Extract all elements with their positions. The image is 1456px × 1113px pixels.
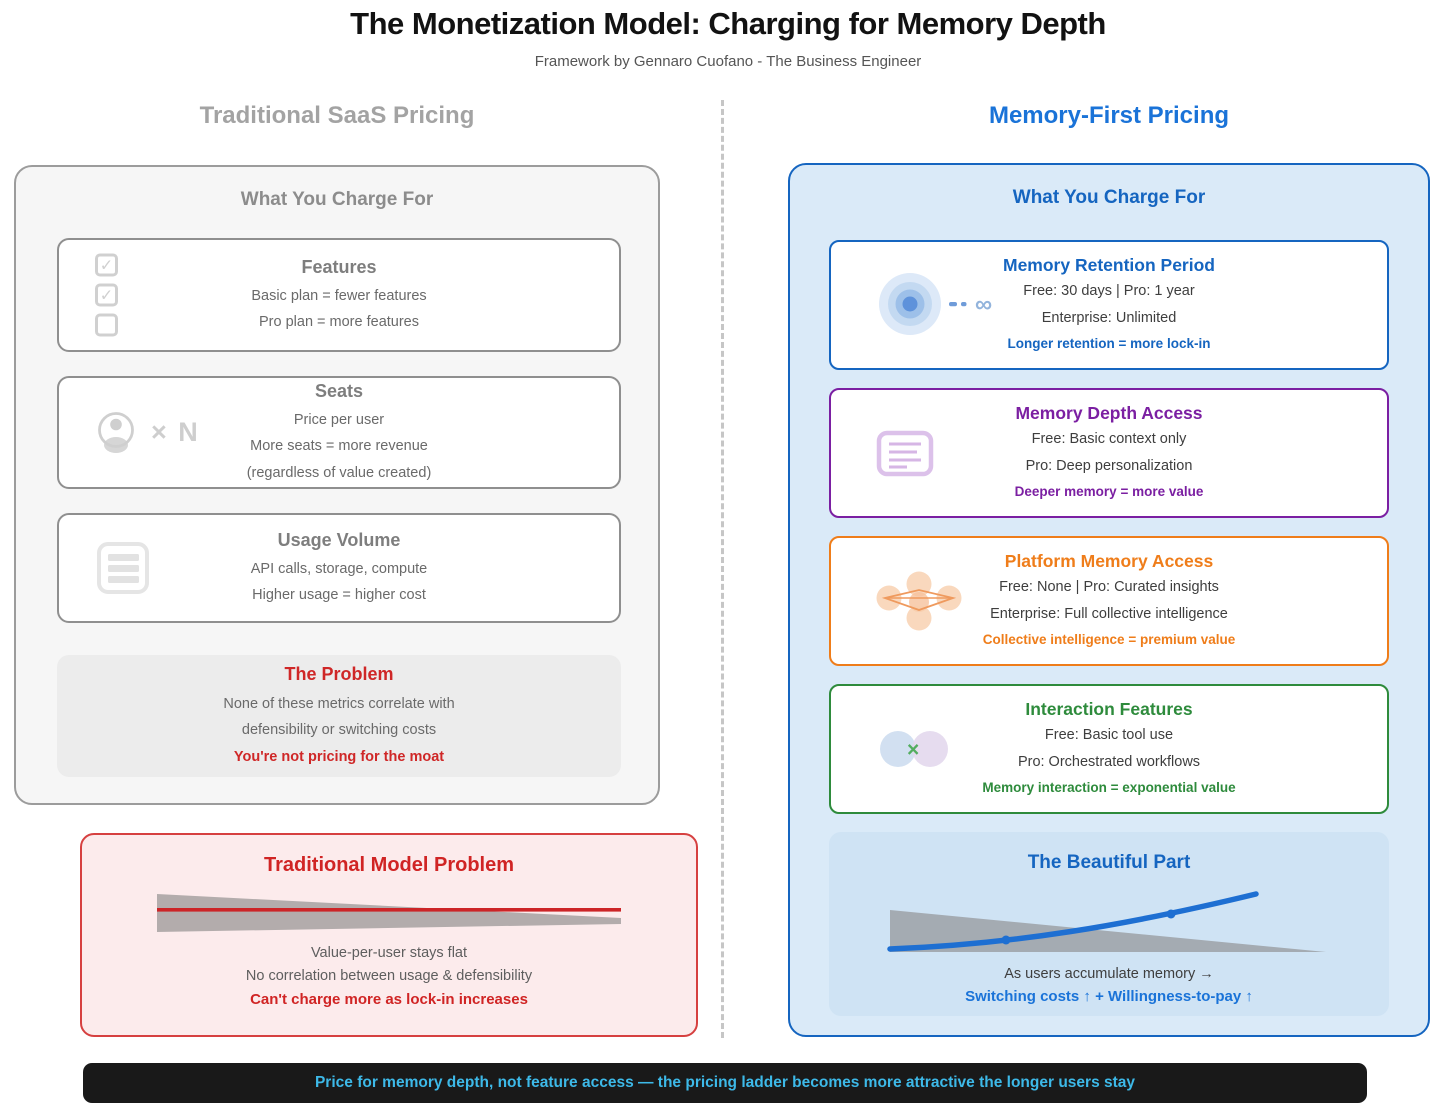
features-box: ✓ ✓ Features Basic plan = fewer features… — [57, 238, 621, 352]
memory-retention-highlight: Longer retention = more lock-in — [1007, 336, 1211, 352]
document-icon — [97, 542, 149, 594]
traditional-model-problem-title: Traditional Model Problem — [263, 854, 515, 876]
seats-line: Price per user — [293, 411, 385, 428]
traditional-pricing-panel: What You Charge For ✓ ✓ Features Basic p… — [14, 165, 660, 805]
beautiful-part-line: As users accumulate memory → — [1004, 966, 1214, 982]
traditional-model-problem-box: Traditional Model Problem Value-per-user… — [80, 833, 698, 1037]
memory-retention-title: Memory Retention Period — [1003, 255, 1215, 276]
platform-memory-card: Platform Memory Access Free: None | Pro:… — [829, 536, 1389, 666]
memory-depth-highlight: Deeper memory = more value — [1014, 484, 1204, 500]
rising-value-wedge-chart — [887, 891, 1326, 952]
checkbox-empty-icon — [95, 313, 118, 337]
problem-line: None of these metrics correlate with — [223, 695, 455, 712]
memory-depth-line: Free: Basic context only — [1031, 431, 1187, 448]
interaction-features-highlight: Memory interaction = exponential value — [982, 780, 1236, 796]
features-line: Pro plan = more features — [259, 314, 419, 330]
red-box-line: No correlation between usage & defensibi… — [245, 968, 533, 985]
column-heading-traditional: Traditional SaaS Pricing — [199, 102, 475, 129]
features-line: Basic plan = fewer features — [251, 287, 427, 304]
seats-icon-group: × N — [95, 409, 200, 457]
memory-depth-title: Memory Depth Access — [1015, 403, 1203, 424]
user-icon — [98, 411, 134, 453]
column-heading-memory-first: Memory-First Pricing — [988, 102, 1230, 129]
page-subtitle: Framework by Gennaro Cuofano - The Busin… — [534, 53, 922, 70]
memory-depth-document-icon — [876, 430, 934, 477]
page-title: The Monetization Model: Charging for Mem… — [350, 6, 1106, 41]
seats-title: Seats — [314, 380, 364, 401]
seats-line: (regardless of value created) — [246, 464, 432, 481]
flat-value-wedge-chart — [157, 894, 621, 932]
interaction-features-card: × Interaction Features Free: Basic tool … — [829, 684, 1389, 814]
column-divider — [721, 100, 724, 1038]
red-box-line: Value-per-user stays flat — [310, 945, 468, 961]
interaction-features-line: Free: Basic tool use — [1044, 727, 1174, 744]
seats-box: × N Seats Price per user More seats = mo… — [57, 376, 621, 489]
network-cluster-icon — [876, 571, 962, 631]
platform-memory-highlight: Collective intelligence = premium value — [982, 632, 1236, 648]
footer-bar: Price for memory depth, not feature acce… — [83, 1063, 1367, 1103]
memory-retention-card: ∞ Memory Retention Period Free: 30 days … — [829, 240, 1389, 370]
usage-volume-title: Usage Volume — [277, 529, 401, 550]
usage-volume-box: Usage Volume API calls, storage, compute… — [57, 513, 621, 623]
beautiful-part-highlight: Switching costs ↑ + Willingness-to-pay ↑ — [965, 988, 1253, 1006]
memory-depth-line: Pro: Deep personalization — [1025, 457, 1193, 474]
interaction-features-line: Pro: Orchestrated workflows — [1017, 753, 1201, 770]
memory-retention-line: Free: 30 days | Pro: 1 year — [1023, 283, 1195, 300]
interaction-features-title: Interaction Features — [1025, 699, 1193, 720]
svg-text:∞: ∞ — [975, 291, 992, 318]
platform-memory-line: Enterprise: Full collective intelligence — [990, 605, 1228, 622]
right-panel-heading: What You Charge For — [1012, 187, 1206, 208]
left-panel-heading: What You Charge For — [240, 189, 434, 210]
problem-box: The Problem None of these metrics correl… — [57, 655, 621, 777]
problem-line: defensibility or switching costs — [241, 722, 437, 739]
problem-title: The Problem — [284, 663, 394, 684]
usage-volume-line: API calls, storage, compute — [250, 560, 428, 577]
features-title: Features — [301, 256, 377, 277]
beautiful-part-title: The Beautiful Part — [1027, 852, 1191, 873]
problem-highlight: You're not pricing for the moat — [233, 748, 445, 765]
footer-text: Price for memory depth, not feature acce… — [314, 1074, 1136, 1091]
times-n-label: × N — [151, 417, 200, 447]
checkboxes-icon: ✓ ✓ — [95, 253, 118, 337]
memory-rings-infinity-icon: ∞ — [879, 273, 992, 335]
memory-depth-card: Memory Depth Access Free: Basic context … — [829, 388, 1389, 518]
platform-memory-title: Platform Memory Access — [1004, 551, 1214, 572]
interaction-circles-icon: × — [880, 731, 948, 767]
memory-first-pricing-panel: What You Charge For ∞ Memory Retention P… — [788, 163, 1430, 1037]
seats-line: More seats = more revenue — [250, 438, 428, 455]
beautiful-part-box: The Beautiful Part As users accumulate m… — [829, 832, 1389, 1016]
checkbox-checked-icon: ✓ — [95, 253, 118, 277]
svg-text:×: × — [907, 739, 919, 762]
checkbox-checked-icon: ✓ — [95, 283, 118, 307]
memory-retention-line: Enterprise: Unlimited — [1041, 309, 1177, 326]
platform-memory-line: Free: None | Pro: Curated insights — [999, 579, 1219, 596]
usage-volume-line: Higher usage = higher cost — [252, 587, 426, 603]
red-box-highlight: Can't charge more as lock-in increases — [250, 991, 528, 1009]
